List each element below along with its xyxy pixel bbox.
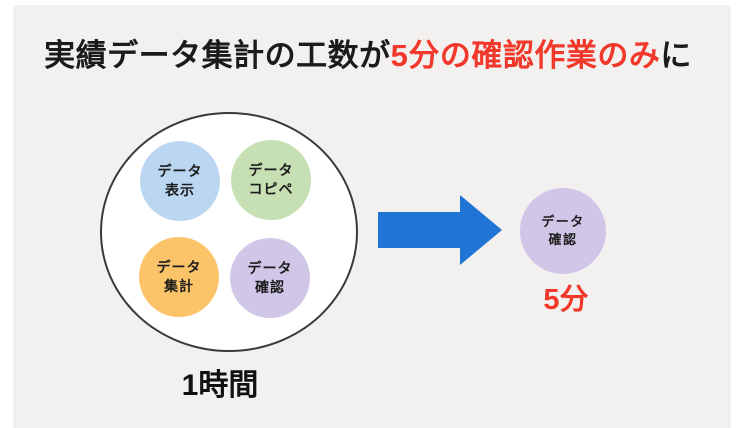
task-circle-data-check: データ 確認 (230, 238, 310, 318)
task-circle-data-display: データ 表示 (140, 141, 220, 221)
task-label-line1: データ (157, 163, 203, 179)
title-text-normal-2: に (660, 38, 692, 73)
task-circle-data-copypaste: データ コピペ (231, 140, 311, 220)
after-task-circle-data-check: データ 確認 (520, 188, 606, 274)
task-label-line2: コピペ (248, 181, 294, 197)
after-time-label: 5分 (543, 284, 589, 316)
task-label-line1: データ (247, 260, 293, 276)
right-arrow-shape (378, 195, 502, 265)
right-arrow-icon (378, 195, 502, 265)
task-label-line2: 表示 (165, 182, 195, 198)
task-label-line2: 集計 (164, 278, 194, 294)
task-circle-data-aggregate: データ 集計 (139, 237, 219, 317)
task-label-line1: データ (248, 162, 294, 178)
task-label-line1: データ (156, 259, 202, 275)
title-text-highlight: 5分の確認作業のみ (390, 38, 661, 73)
title-text-normal-1: 実績データ集計の工数が (44, 38, 391, 73)
task-label-line1: データ (541, 214, 585, 229)
page-title: 実績データ集計の工数が5分の確認作業のみに (0, 30, 736, 75)
task-label-line2: 確認 (255, 279, 285, 295)
before-time-label: 1時間 (181, 369, 259, 402)
before-group-circle (100, 112, 358, 352)
task-label-line2: 確認 (548, 232, 578, 247)
